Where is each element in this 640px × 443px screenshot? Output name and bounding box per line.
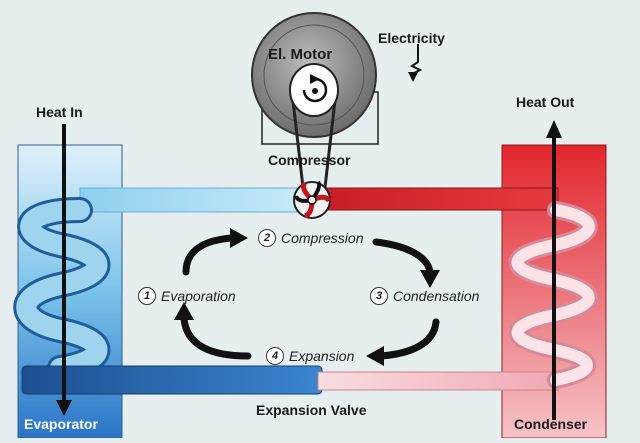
step-number: 2 xyxy=(258,229,276,247)
step-number: 4 xyxy=(266,347,284,365)
cycle-arrows xyxy=(180,234,440,360)
heat-out-arrow xyxy=(546,120,562,420)
expansion-valve-label: Expansion Valve xyxy=(256,402,367,418)
step-number: 3 xyxy=(370,287,388,305)
step-label: Expansion xyxy=(289,348,355,364)
compressor-rotor xyxy=(293,180,332,219)
evaporator-coil xyxy=(13,197,111,381)
heat-out-label: Heat Out xyxy=(516,94,575,110)
step-number: 1 xyxy=(138,287,156,305)
step-compression: 2 Compression xyxy=(258,229,363,247)
step-label: Compression xyxy=(281,230,364,246)
heat-in-arrow xyxy=(56,124,72,416)
step-condensation: 3 Condensation xyxy=(370,287,479,305)
electricity-lead xyxy=(410,44,423,75)
evaporator-label: Evaporator xyxy=(24,416,98,432)
step-expansion: 4 Expansion xyxy=(266,347,354,365)
condenser-coil xyxy=(508,201,598,389)
motor-label: El. Motor xyxy=(268,46,333,63)
step-label: Evaporation xyxy=(161,288,236,304)
liquid-pipe-warm xyxy=(317,371,559,391)
drive-belt xyxy=(290,91,338,197)
electricity-label: Electricity xyxy=(378,30,445,46)
discharge-pipe xyxy=(325,187,559,211)
compressor-label: Compressor xyxy=(268,152,351,168)
liquid-pipe-cold xyxy=(21,365,323,395)
step-label: Condensation xyxy=(393,288,480,304)
condenser-label: Condenser xyxy=(514,416,588,432)
step-evaporation: 1 Evaporation xyxy=(138,287,236,305)
heat-in-label: Heat In xyxy=(36,104,83,120)
